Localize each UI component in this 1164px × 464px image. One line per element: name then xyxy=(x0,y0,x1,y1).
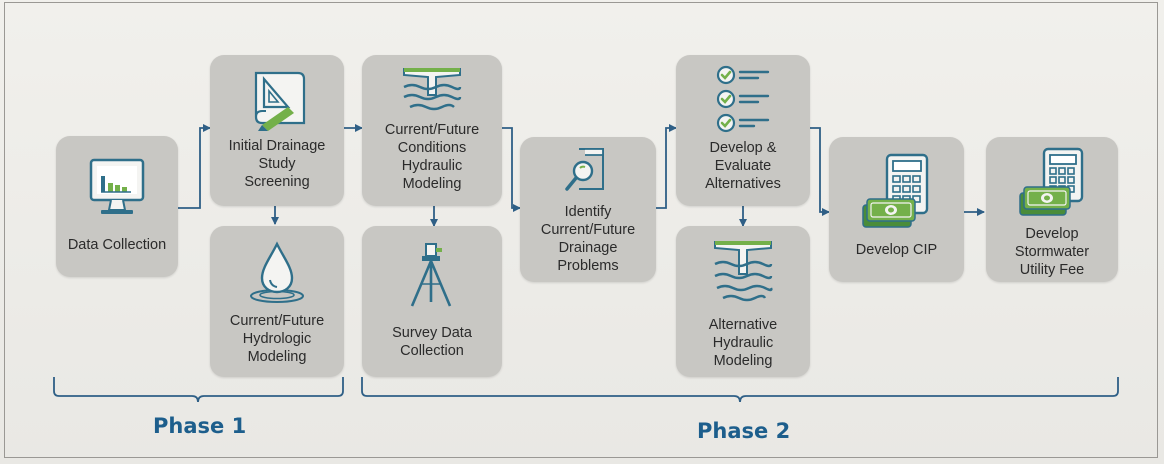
diagram-frame xyxy=(4,2,1158,458)
step-initial-drainage: Initial Drainage Study Screening xyxy=(210,55,344,206)
step-develop-alternatives: Develop & Evaluate Alternatives xyxy=(676,55,810,206)
calculator-cash-icon xyxy=(861,153,928,228)
phase2-label: Phase 2 xyxy=(697,419,791,443)
arrow-hydraulic-to-identify xyxy=(502,127,521,212)
step-survey-data: Survey Data Collection xyxy=(362,226,502,377)
step-alternative-hydraulic: Alternative Hydraulic Modeling xyxy=(676,226,810,377)
arrow-develop-to-cip xyxy=(810,127,830,216)
arrow-identify-to-develop xyxy=(656,124,677,209)
step-stormwater-fee: Develop Stormwater Utility Fee xyxy=(986,137,1118,282)
step-label: Develop CIP xyxy=(855,242,938,258)
culvert-water-icon xyxy=(403,68,462,111)
step-data-collection: Data Collection xyxy=(56,136,178,277)
step-label: Develop & Evaluate Alternatives xyxy=(705,140,781,192)
step-label: Identify Current/Future Drainage Problem… xyxy=(540,204,636,274)
computer-monitor-chart-icon xyxy=(89,158,145,214)
arrow-data-to-initial xyxy=(178,124,211,209)
water-drop-icon xyxy=(250,241,304,303)
step-label: Develop Stormwater Utility Fee xyxy=(1014,226,1090,278)
step-label: Current/Future Hydrologic Modeling xyxy=(229,313,325,365)
calculator-cash-icon xyxy=(1019,147,1084,216)
step-label: Current/Future Conditions Hydraulic Mode… xyxy=(384,122,480,192)
step-current-hydraulic: Current/Future Conditions Hydraulic Mode… xyxy=(362,55,502,206)
checklist-icon xyxy=(716,65,770,133)
step-label: Data Collection xyxy=(67,237,167,253)
step-label: Survey Data Collection xyxy=(392,325,472,359)
phase1-bracket xyxy=(53,377,344,403)
step-label: Initial Drainage Study Screening xyxy=(228,138,326,190)
step-identify-problems: Identify Current/Future Drainage Problem… xyxy=(520,137,656,282)
step-label: Alternative Hydraulic Modeling xyxy=(708,317,778,369)
step-develop-cip: Develop CIP xyxy=(829,137,964,282)
survey-tripod-icon xyxy=(410,243,452,307)
blueprint-triangle-pencil-icon xyxy=(254,71,306,131)
magnifier-document-icon xyxy=(565,148,604,191)
step-hydrologic-modeling: Current/Future Hydrologic Modeling xyxy=(210,226,344,377)
phase2-bracket xyxy=(361,377,1119,403)
phase1-label: Phase 1 xyxy=(153,414,247,438)
culvert-water-icon xyxy=(714,241,773,302)
